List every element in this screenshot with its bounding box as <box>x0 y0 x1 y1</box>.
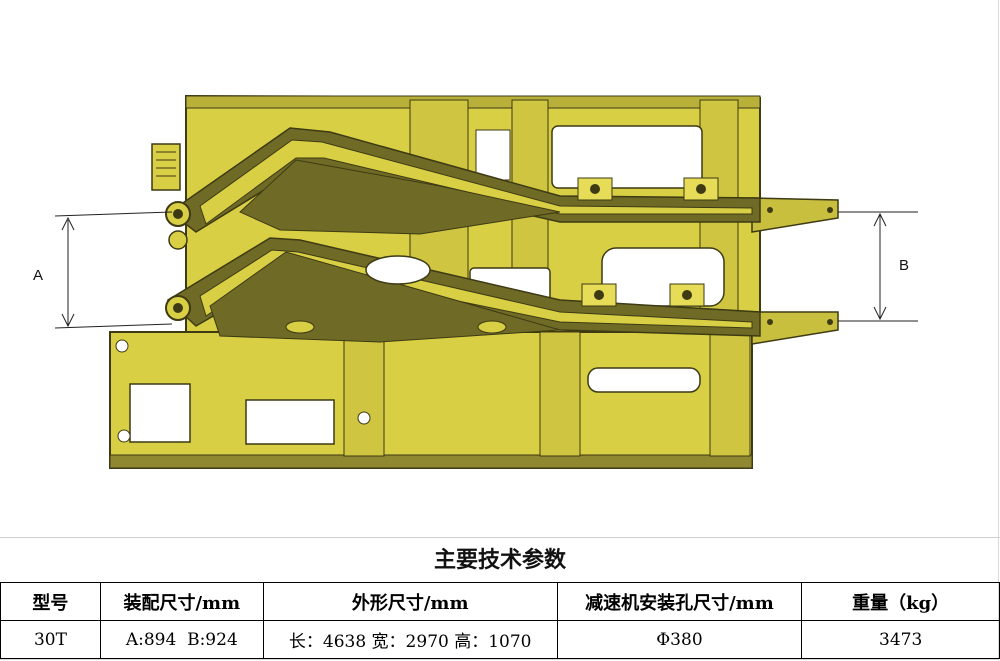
dimension-b-label: B <box>899 257 910 274</box>
header-overall-size: 外形尺寸/mm <box>262 582 558 621</box>
header-assembly-size: 装配尺寸/mm <box>99 582 264 621</box>
table-row: 30T A:894 B:924 长：4638 宽：2970 高：1070 Φ38… <box>0 620 1000 659</box>
frame-body <box>109 94 839 469</box>
cell-reducer-hole-size: Φ380 <box>556 620 803 659</box>
header-weight: 重量（kg） <box>801 582 1000 621</box>
header-reducer-hole-size: 减速机安装孔尺寸/mm <box>556 582 803 621</box>
table-title: 主要技术参数 <box>0 537 1000 582</box>
spec-table: 型号 装配尺寸/mm 外形尺寸/mm 减速机安装孔尺寸/mm 重量（kg） 30… <box>0 582 1000 659</box>
spec-table-header-row: 型号 装配尺寸/mm 外形尺寸/mm 减速机安装孔尺寸/mm 重量（kg） <box>0 582 1000 621</box>
dimension-a-label: A <box>33 267 44 284</box>
cell-model: 30T <box>0 620 101 659</box>
frame-drawing <box>54 94 918 469</box>
dimension-b <box>838 211 918 322</box>
cell-assembly-size: A:894 B:924 <box>99 620 264 659</box>
cell-weight: 3473 <box>801 620 1000 659</box>
dimension-a <box>54 211 173 329</box>
header-model: 型号 <box>0 582 101 621</box>
cell-overall-size: 长：4638 宽：2970 高：1070 <box>262 620 558 659</box>
